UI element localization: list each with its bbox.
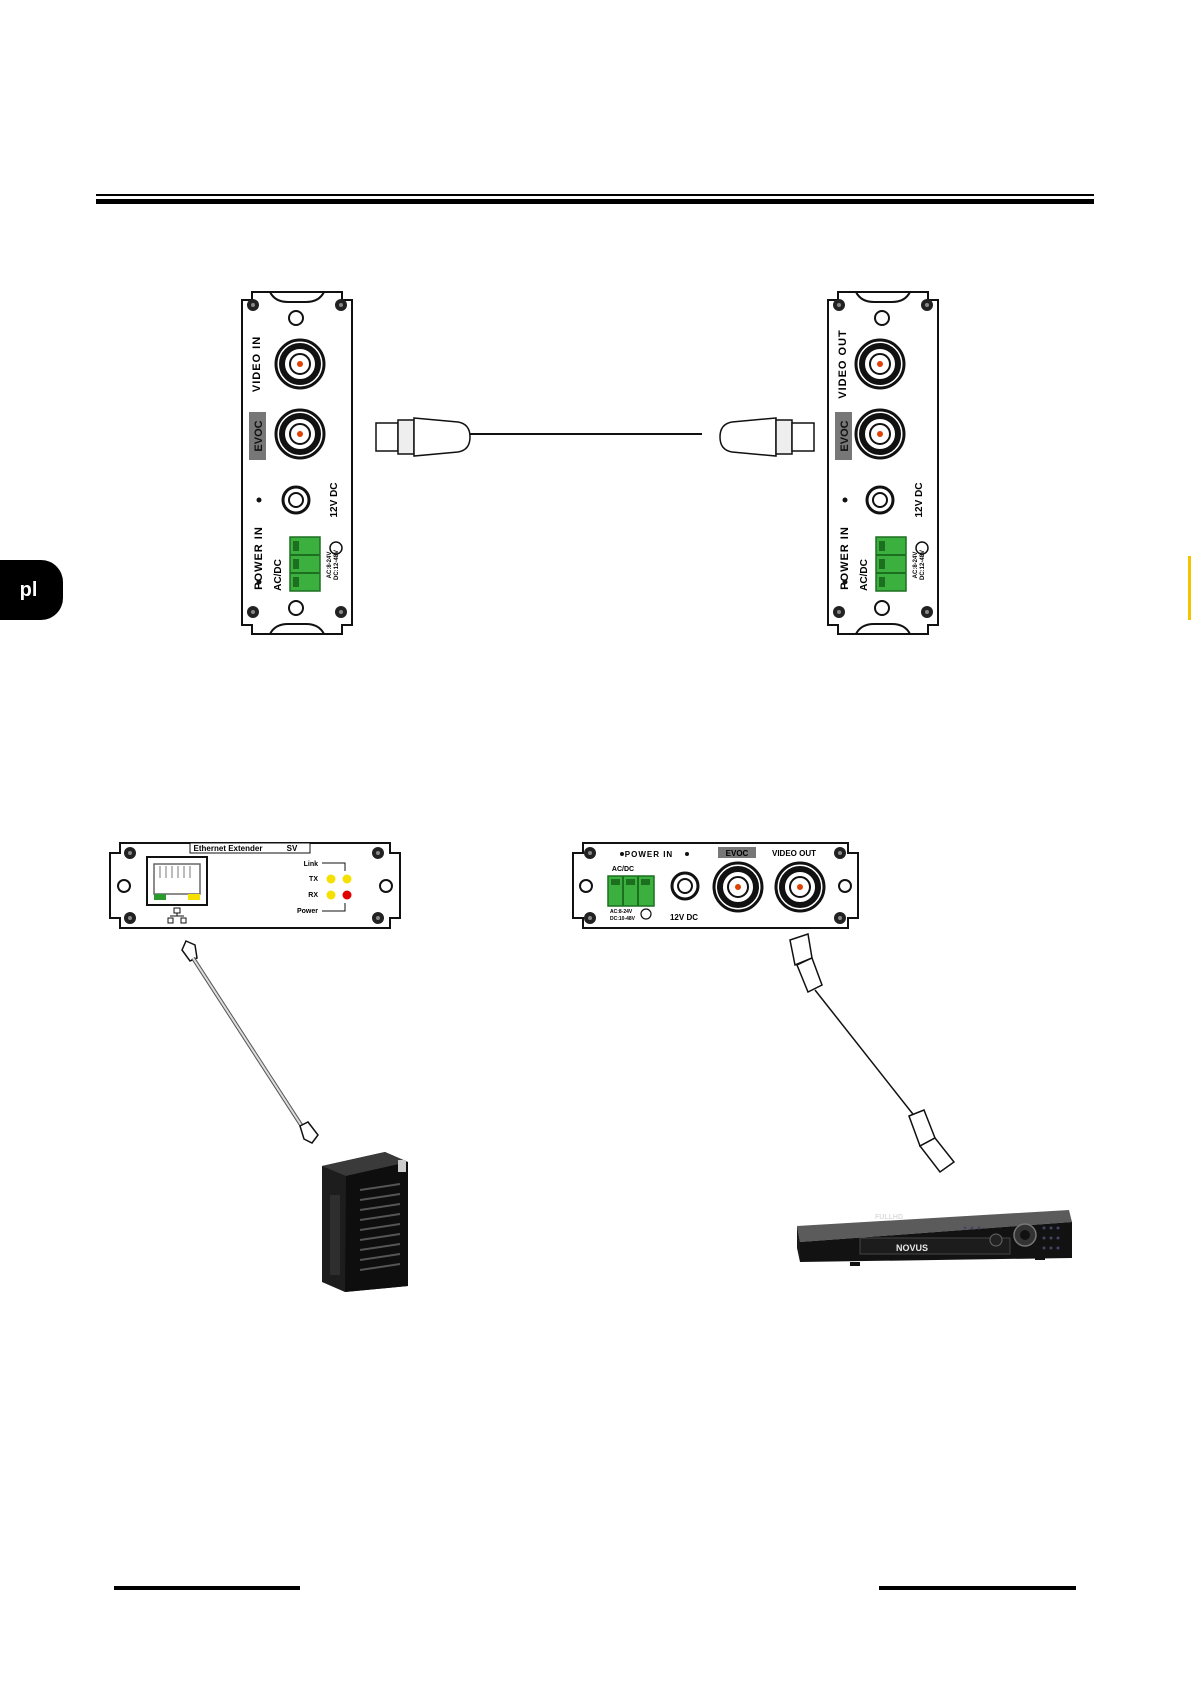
- ethernet-extender: Ethernet Extender SV Link TX RX Power: [110, 843, 400, 928]
- terminal-block: [608, 876, 654, 906]
- screw-icon: [833, 299, 845, 311]
- led-rx-a: [327, 891, 336, 900]
- screw-icon: [834, 912, 846, 924]
- led-label-link: Link: [304, 861, 318, 868]
- bnc-connector-icon: [776, 863, 824, 911]
- bnc-connector-icon: [856, 410, 904, 458]
- led-tx-a: [327, 875, 336, 884]
- power-in-label: POWER IN: [625, 850, 673, 859]
- evoc-label: EVOC: [253, 420, 265, 451]
- evoc-receiver-left: VIDEO IN EVOC 12V DC POWER IN AC/DC AC:8…: [242, 292, 352, 634]
- bnc-connector-icon: [276, 410, 324, 458]
- terminal-block: [290, 537, 320, 591]
- screw-icon: [372, 847, 384, 859]
- dc-label: 12V DC: [329, 482, 340, 517]
- evoc-label: EVOC: [726, 849, 749, 858]
- rj45-port-icon: [147, 857, 207, 905]
- footer-rule-right: [879, 1586, 1076, 1590]
- terminal-spec-1: AC:8-24V: [610, 909, 633, 915]
- led-label-tx: TX: [309, 876, 318, 883]
- ethernet-cable: [182, 941, 318, 1143]
- screw-icon: [124, 847, 136, 859]
- terminal-spec-2: DC:10-48V: [610, 916, 636, 922]
- screw-icon: [921, 606, 933, 618]
- screw-icon: [247, 299, 259, 311]
- screw-icon: [372, 912, 384, 924]
- coax-cable-dvr: [790, 934, 954, 1172]
- evoc-horizontal: POWER IN EVOC VIDEO OUT AC/DC AC:8-24V D…: [573, 843, 858, 928]
- dc-label: 12V DC: [670, 913, 698, 922]
- led-label-power: Power: [297, 908, 318, 915]
- extender-title: Ethernet Extender: [194, 844, 263, 853]
- bnc-connector-icon: [856, 340, 904, 388]
- dvr-recorder-icon: FULLHD NOVUS: [797, 1210, 1072, 1266]
- terminal-spec-1: AC:8-24V: [327, 552, 333, 579]
- terminal-block: [876, 537, 906, 591]
- evoc-transmitter-right: VIDEO OUT EVOC 12V DC POWER IN AC/DC AC:…: [828, 292, 938, 634]
- acdc-label: AC/DC: [273, 559, 284, 591]
- screw-icon: [247, 606, 259, 618]
- terminal-spec-1: AC:8-24V: [913, 552, 919, 579]
- footer-rule-left: [114, 1586, 300, 1590]
- pc-tower-icon: [322, 1152, 408, 1292]
- bnc-connector-icon: [714, 863, 762, 911]
- video-out-label: VIDEO OUT: [837, 329, 849, 399]
- screw-icon: [335, 299, 347, 311]
- screw-icon: [584, 912, 596, 924]
- screw-icon: [921, 299, 933, 311]
- dvr-brand: NOVUS: [896, 1243, 928, 1253]
- screw-icon: [335, 606, 347, 618]
- screw-icon: [124, 912, 136, 924]
- dc-label: 12V DC: [914, 482, 925, 517]
- led-tx-b: [343, 875, 352, 884]
- extender-model: SV: [287, 844, 298, 853]
- led-label-rx: RX: [308, 892, 318, 899]
- acdc-label: AC/DC: [859, 559, 870, 591]
- evoc-label: EVOC: [839, 420, 851, 451]
- screw-icon: [834, 847, 846, 859]
- coax-cable: [376, 418, 814, 456]
- screw-icon: [833, 606, 845, 618]
- acdc-label: AC/DC: [612, 866, 634, 873]
- video-out-label: VIDEO OUT: [772, 849, 816, 858]
- screw-icon: [584, 847, 596, 859]
- led-rx-b: [343, 891, 352, 900]
- bnc-connector-icon: [276, 340, 324, 388]
- video-in-label: VIDEO IN: [251, 336, 263, 392]
- dvr-top-label: FULLHD: [875, 1214, 903, 1221]
